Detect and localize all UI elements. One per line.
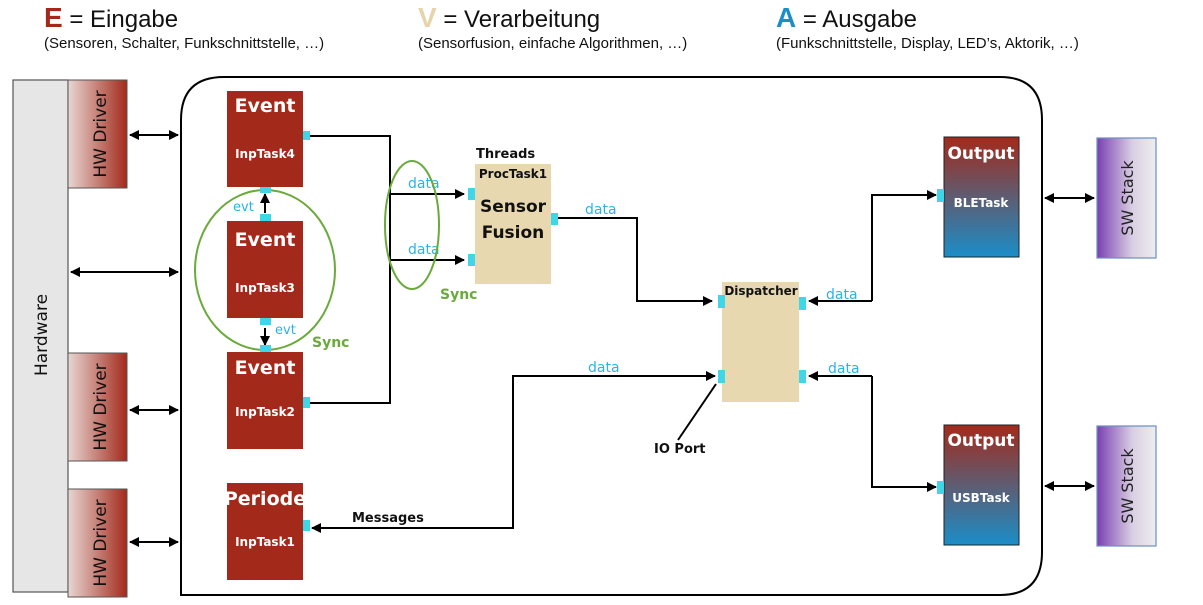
task-name: InpTask3 <box>235 281 295 295</box>
task-type: Event <box>235 357 296 379</box>
messages-label: Messages <box>352 511 424 526</box>
port <box>799 297 806 310</box>
output-task-usb: Output USBTask <box>943 424 1020 546</box>
port <box>937 189 944 202</box>
output-task-ble: Output BLETask <box>943 136 1020 258</box>
legend-title-ausgabe: = Ausgabe <box>796 6 918 33</box>
input-task-1: Periode InpTask1 <box>224 483 306 580</box>
hw-driver-3: HW Driver <box>67 488 128 598</box>
task-name: USBTask <box>952 491 1010 505</box>
data-arrow <box>871 376 937 492</box>
hw-driver-1: HW Driver <box>67 79 128 189</box>
legend-sub-verarbeitung: (Sensorfusion, einfache Algorithmen, …) <box>418 35 688 52</box>
legend-sub-ausgabe: (Funkschnittstelle, Display, LED’s, Akto… <box>776 35 1079 52</box>
task-name: BLETask <box>954 196 1010 210</box>
evt-label: evt <box>275 323 296 338</box>
legend-ausgabe: A = Ausgabe (Funkschnittstelle, Display,… <box>776 4 1079 54</box>
input-task-3: Event InpTask3 <box>227 221 303 318</box>
task-name: InpTask2 <box>235 405 295 419</box>
port <box>718 370 725 383</box>
hardware-label: Hardware <box>32 294 52 376</box>
system-boundary <box>180 76 1043 596</box>
proc-task-name: ProcTask1 <box>479 167 547 181</box>
hw-driver-label: HW Driver <box>91 363 111 450</box>
dispatcher-label: Dispatcher <box>724 284 797 298</box>
sw-stack-label: SW Stack <box>1118 160 1137 236</box>
port <box>718 295 725 308</box>
task-type: Event <box>235 229 296 251</box>
input-task-4: Event InpTask4 <box>227 91 303 187</box>
legend-title-verarbeitung: = Verarbeitung <box>436 6 601 33</box>
port <box>303 397 310 408</box>
data-label: data <box>588 360 620 376</box>
data-label: data <box>585 202 617 218</box>
legend-verarbeitung: V = Verarbeitung (Sensorfusion, einfache… <box>418 4 687 54</box>
port <box>260 345 271 352</box>
legend-letter-e: E <box>44 2 63 33</box>
sw-stack-1: SW Stack <box>1096 137 1157 259</box>
task-type: Output <box>947 144 1014 164</box>
data-arrow <box>558 217 713 306</box>
threads-label: Threads <box>476 147 535 162</box>
sync-label: Sync <box>440 287 477 303</box>
data-label: data <box>828 361 860 377</box>
port <box>260 187 271 193</box>
legend-sub-eingabe: (Sensoren, Schalter, Funkschnittstelle, … <box>44 35 325 52</box>
port <box>551 213 558 225</box>
port <box>260 318 271 325</box>
proc-task-title: Fusion <box>482 223 545 243</box>
sync-ellipse-data <box>384 160 440 290</box>
io-port-label: IO Port <box>654 442 706 457</box>
port <box>303 520 310 531</box>
task-name: InpTask1 <box>235 535 295 549</box>
sw-stack-2: SW Stack <box>1096 425 1157 547</box>
task-name: InpTask4 <box>235 147 295 161</box>
port <box>799 370 806 383</box>
port <box>468 254 475 266</box>
data-label: data <box>408 242 440 258</box>
input-task-2: Event InpTask2 <box>227 352 303 449</box>
dispatcher: Dispatcher <box>722 282 799 402</box>
port <box>260 214 271 221</box>
task-type: Event <box>235 95 296 117</box>
legend-letter-a: A <box>776 2 797 33</box>
proc-task-title: Sensor <box>480 197 547 217</box>
data-label: data <box>826 287 858 303</box>
task-type: Periode <box>224 488 306 510</box>
hw-driver-label: HW Driver <box>91 90 111 177</box>
connection-line <box>310 135 391 404</box>
port <box>468 188 475 200</box>
evt-label: evt <box>233 200 254 215</box>
messages-line <box>316 375 712 529</box>
port <box>303 131 310 140</box>
legend-title-eingabe: = Eingabe <box>62 6 179 33</box>
hw-driver-2: HW Driver <box>67 352 128 462</box>
io-port-pointer <box>677 383 717 441</box>
legend-letter-v: V <box>418 2 437 33</box>
sw-stack-label: SW Stack <box>1118 448 1137 524</box>
data-arrow <box>871 190 937 301</box>
hardware-block: Hardware <box>12 79 69 593</box>
hw-driver-label: HW Driver <box>91 499 111 586</box>
port <box>937 481 944 494</box>
task-type: Output <box>947 431 1014 451</box>
proc-task-sensor-fusion: Threads ProcTask1 Sensor Fusion <box>475 147 551 284</box>
sync-label: Sync <box>312 335 349 351</box>
legend-eingabe: E = Eingabe (Sensoren, Schalter, Funksch… <box>44 4 324 54</box>
